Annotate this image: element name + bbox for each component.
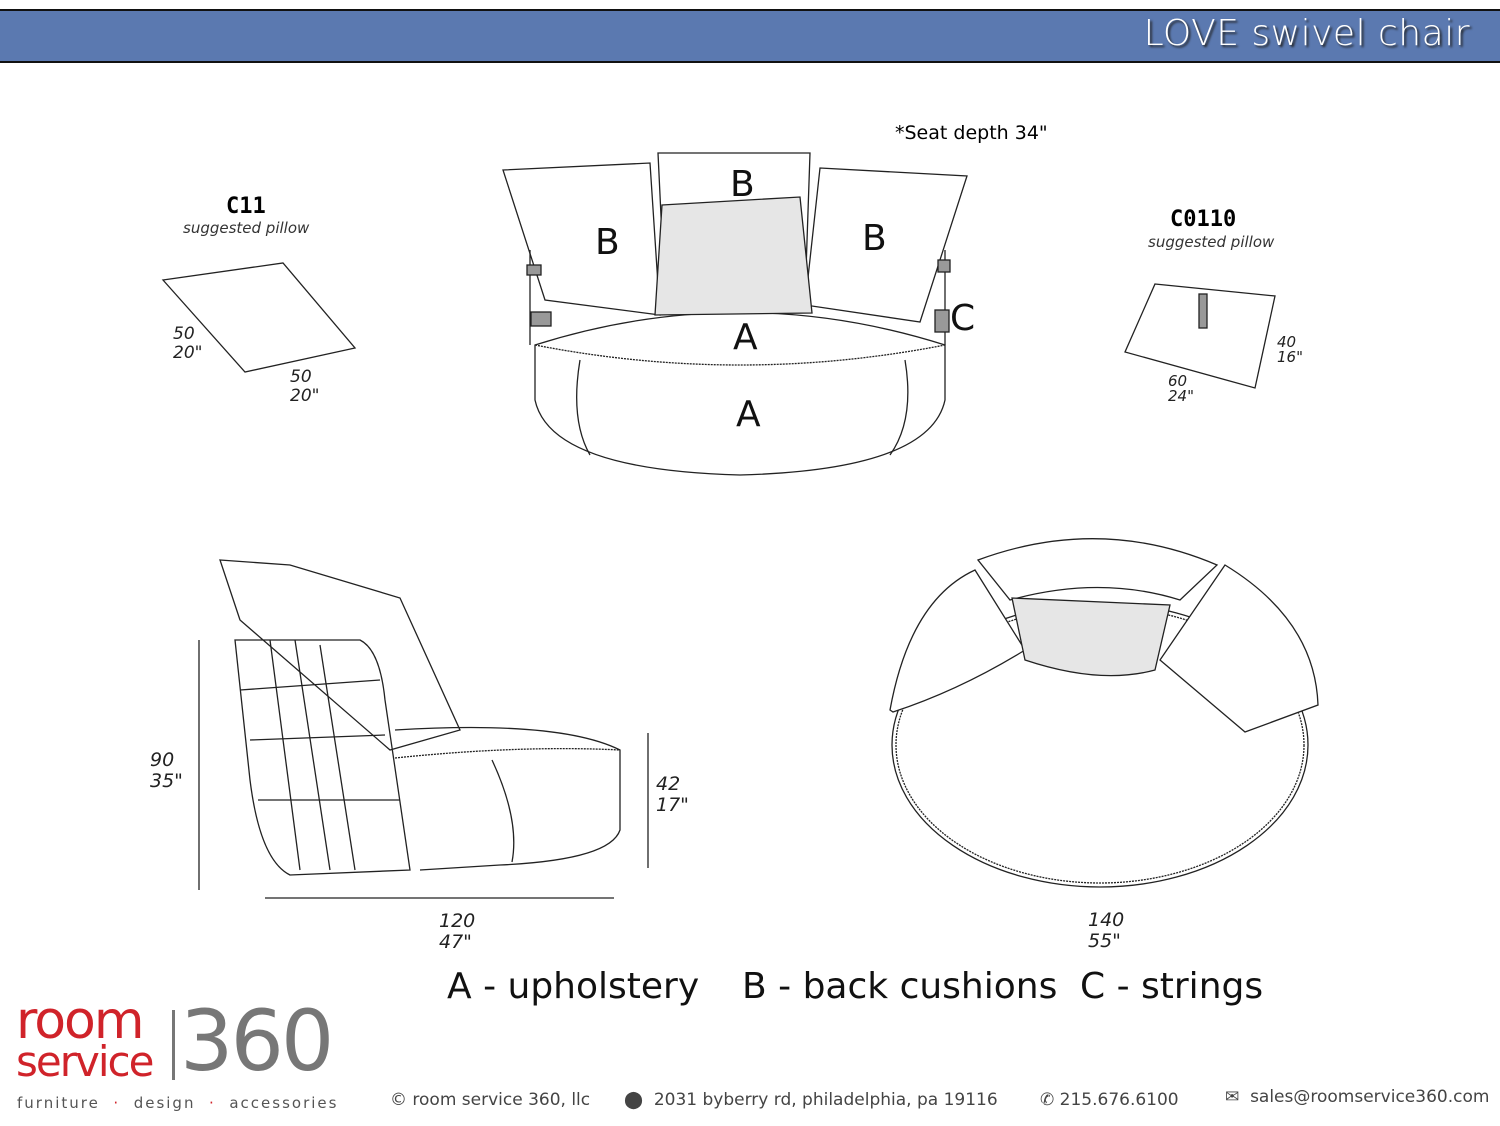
page-title: LOVE swivel chair (1143, 13, 1470, 54)
pillow-c0110-drawing (1124, 283, 1276, 389)
envelope-icon: ✉ (1225, 1087, 1240, 1107)
height-in: 35" (150, 770, 183, 792)
pillow-c0110-code: C0110 (1170, 207, 1237, 232)
top-view-drawing (889, 538, 1319, 888)
width-cm: 120 (439, 910, 476, 932)
label-b-right: B (862, 218, 887, 259)
side-view-drawing (198, 559, 649, 899)
label-c: C (950, 298, 976, 339)
phone-icon: ✆ (1040, 1090, 1055, 1110)
phone-text: 215.676.6100 (1059, 1090, 1179, 1110)
email: ✉ sales@roomservice360.com (1225, 1087, 1489, 1107)
address-text: 2031 byberry rd, philadelphia, pa 19116 (653, 1090, 998, 1110)
tagline: furniture · design · accessories (17, 1094, 339, 1112)
pillow-c11-dim1-in: 20" (173, 343, 203, 363)
legend-strings: C - strings (1080, 966, 1264, 1007)
legend-upholstery: A - upholstery (447, 966, 700, 1007)
address: ⬤ 2031 byberry rd, philadelphia, pa 1911… (624, 1090, 998, 1110)
pillow-c0110-dim2-cm: 60 (1168, 372, 1188, 390)
legend-back-cushions: B - back cushions (742, 966, 1058, 1007)
label-a-seat: A (733, 317, 758, 358)
seat-depth-note: *Seat depth 34" (895, 122, 1048, 144)
label-a-base: A (736, 394, 761, 435)
logo-room: room (16, 991, 145, 1051)
pillow-c0110-dim1-in: 16" (1277, 348, 1303, 366)
pillow-c11-label: suggested pillow (183, 219, 310, 237)
pillow-c0110-dim2-in: 24" (1168, 387, 1194, 405)
label-b-left: B (595, 222, 620, 263)
map-pin-icon: ⬤ (624, 1090, 644, 1110)
label-b-center: B (730, 164, 755, 205)
pillow-c11-drawing (161, 262, 357, 373)
tagline-furniture: furniture (17, 1094, 100, 1112)
logo-service: service (16, 1037, 154, 1086)
seat-height-cm: 42 (656, 773, 681, 795)
email-link[interactable]: sales@roomservice360.com (1250, 1087, 1490, 1107)
front-view-drawing (502, 152, 968, 476)
width-in: 47" (439, 931, 472, 953)
title-banner: LOVE swivel chair (0, 9, 1500, 63)
phone: ✆ 215.676.6100 (1040, 1090, 1179, 1110)
diameter-cm: 140 (1088, 909, 1125, 931)
pillow-c0110-dim1-cm: 40 (1277, 333, 1297, 351)
tagline-accessories: accessories (229, 1094, 339, 1112)
tagline-design: design (133, 1094, 196, 1112)
height-cm: 90 (150, 749, 175, 771)
room-service-logo: room service 360 (16, 991, 334, 1086)
pillow-c11-dim2-cm: 50 (290, 367, 312, 387)
pillow-c11-dim2-in: 20" (290, 386, 320, 406)
pillow-c11-code: C11 (226, 194, 266, 219)
pillow-c0110-label: suggested pillow (1148, 233, 1275, 251)
seat-height-in: 17" (656, 794, 689, 816)
diameter-in: 55" (1088, 930, 1121, 952)
copyright: © room service 360, llc (390, 1090, 591, 1110)
pillow-c11-dim1-cm: 50 (173, 324, 195, 344)
logo-360: 360 (180, 992, 334, 1090)
